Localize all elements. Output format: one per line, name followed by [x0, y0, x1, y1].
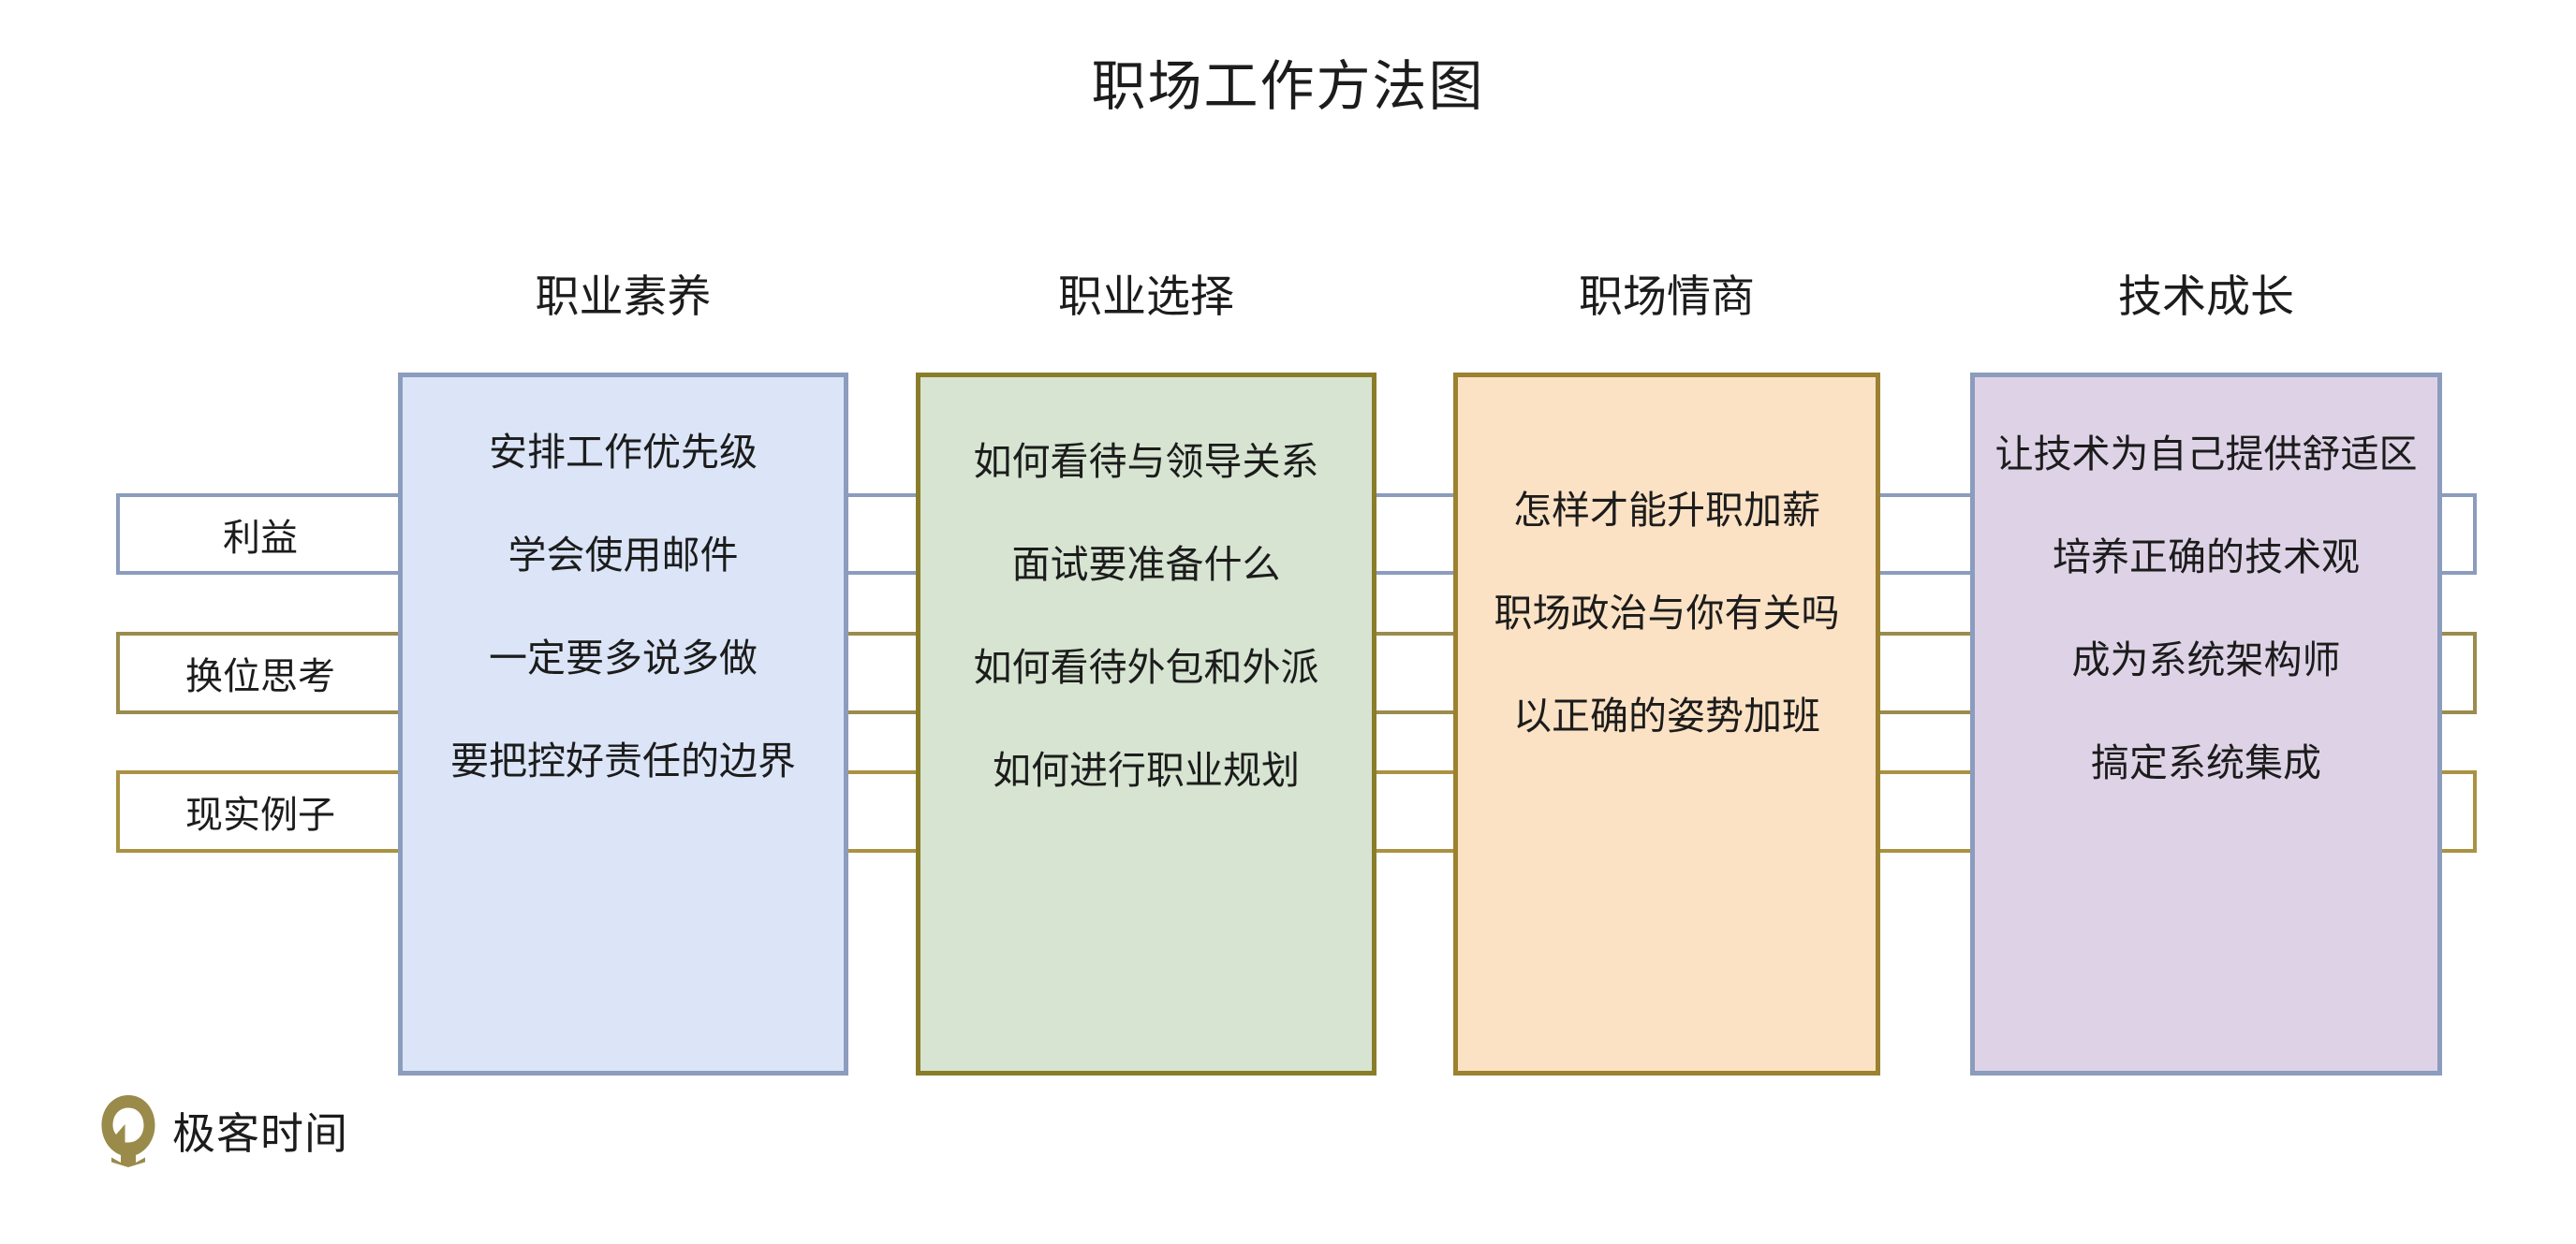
- column-item: 成为系统架构师: [2071, 638, 2341, 681]
- column-item: 如何看待与领导关系: [973, 440, 1319, 483]
- column-item: 要把控好责任的边界: [450, 739, 796, 783]
- column-header-0: 职业素养: [535, 271, 712, 321]
- column-block-2: 怎样才能升职加薪职场政治与你有关吗以正确的姿势加班: [1453, 373, 1880, 1076]
- column-item: 怎样才能升职加薪: [1513, 489, 1820, 532]
- brand-logo-text: 极客时间: [172, 1109, 348, 1158]
- column-item: 安排工作优先级: [489, 431, 758, 474]
- column-item: 搞定系统集成: [2091, 741, 2321, 784]
- column-block-1: 如何看待与领导关系面试要准备什么如何看待外包和外派如何进行职业规划: [916, 373, 1376, 1076]
- row-label-background: [120, 774, 401, 849]
- column-item: 面试要准备什么: [1011, 543, 1281, 586]
- row-label-1: 换位思考: [185, 656, 335, 697]
- column-header-2: 职场情商: [1579, 271, 1755, 321]
- column-header-3: 技术成长: [2118, 271, 2294, 321]
- column-item: 让技术为自己提供舒适区: [1995, 432, 2418, 476]
- row-label-background: [120, 497, 401, 571]
- column-item: 一定要多说多做: [489, 637, 758, 680]
- column-block-0: 安排工作优先级学会使用邮件一定要多说多做要把控好责任的边界: [398, 373, 848, 1076]
- row-label-0: 利益: [223, 517, 298, 559]
- page-title: 职场工作方法图: [1091, 56, 1485, 117]
- geektime-q-mark-icon: [101, 1095, 155, 1167]
- column-item: 以正确的姿势加班: [1513, 695, 1820, 738]
- column-item: 如何看待外包和外派: [973, 646, 1319, 689]
- column-item-list: 让技术为自己提供舒适区培养正确的技术观成为系统架构师搞定系统集成: [1975, 432, 2437, 785]
- column-item: 职场政治与你有关吗: [1494, 592, 1840, 635]
- row-label-2: 现实例子: [185, 795, 335, 836]
- column-header-1: 职业选择: [1058, 271, 1234, 321]
- column-item: 培养正确的技术观: [2053, 535, 2360, 578]
- column-item-list: 怎样才能升职加薪职场政治与你有关吗以正确的姿势加班: [1458, 488, 1876, 739]
- row-label-background: [120, 636, 401, 710]
- brand-logo: 极客时间: [99, 1093, 348, 1168]
- column-item: 如何进行职业规划: [993, 749, 1300, 792]
- column-item-list: 安排工作优先级学会使用邮件一定要多说多做要把控好责任的边界: [403, 430, 844, 783]
- column-block-3: 让技术为自己提供舒适区培养正确的技术观成为系统架构师搞定系统集成: [1970, 373, 2442, 1076]
- column-item-list: 如何看待与领导关系面试要准备什么如何看待外包和外派如何进行职业规划: [920, 439, 1372, 793]
- column-item: 学会使用邮件: [508, 534, 739, 577]
